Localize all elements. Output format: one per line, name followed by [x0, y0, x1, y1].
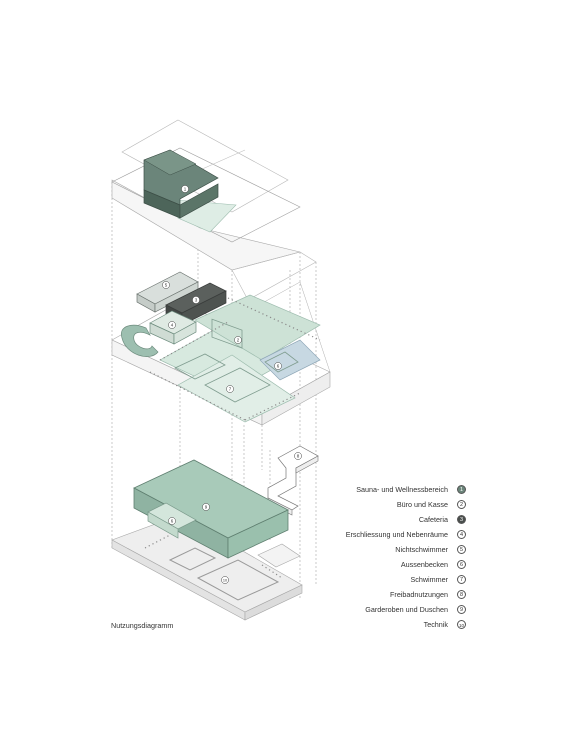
- legend-item-schwimmer: Schwimmer 7: [300, 573, 470, 587]
- legend-item-cafeteria: Cafeteria 3: [300, 513, 470, 527]
- badge-2: [234, 336, 242, 344]
- bottom-level: [111, 459, 303, 621]
- badge-10: [221, 576, 229, 584]
- legend-badge: 2: [457, 500, 466, 509]
- legend-badge: 5: [457, 545, 466, 554]
- badge-1: [181, 185, 189, 193]
- badge-1-text: 1: [184, 187, 187, 192]
- legend-item-erschliessung: Erschliessung und Nebenräume 4: [300, 528, 470, 542]
- legend-label: Garderoben und Duschen: [365, 605, 448, 614]
- badge-7-text: 7: [229, 387, 232, 392]
- legend-badge: 8: [457, 590, 466, 599]
- legend-label: Sauna- und Wellnessbereich: [356, 485, 448, 494]
- badge-9-text: 9: [205, 505, 208, 510]
- legend-badge: 7: [457, 575, 466, 584]
- legend-label: Aussenbecken: [400, 560, 448, 569]
- diagram-caption: Nutzungsdiagramm: [111, 621, 174, 630]
- legend-item-buero: Büro und Kasse 2: [300, 498, 470, 512]
- legend-item-nichtschwimmer: Nichtschwimmer 5: [300, 543, 470, 557]
- badge-8-text: 8: [297, 454, 300, 459]
- badge-5-text: 5: [165, 283, 168, 288]
- legend-item-sauna: Sauna- und Wellnessbereich 1: [300, 483, 470, 497]
- legend-label: Nichtschwimmer: [395, 545, 448, 554]
- badge-5: [162, 281, 170, 289]
- legend-badge: 4: [457, 530, 466, 539]
- middle-level: [111, 251, 331, 426]
- legend-badge: 9: [457, 605, 466, 614]
- legend-label: Cafeteria: [418, 515, 448, 524]
- legend-badge: 1: [457, 485, 466, 494]
- badge-3-text: 3: [195, 298, 198, 303]
- legend-label: Schwimmer: [410, 575, 448, 584]
- badge-6: [274, 362, 282, 370]
- legend-badge: 6: [457, 560, 466, 569]
- badge-4: [168, 321, 176, 329]
- badge-8: [294, 452, 302, 460]
- badge-9: [202, 503, 210, 511]
- legend-item-freibad: Freibadnutzungen 8: [300, 588, 470, 602]
- badge-6b: [168, 517, 176, 525]
- badge-2-text: 2: [237, 338, 240, 343]
- legend-label: Technik: [423, 620, 448, 629]
- legend-label: Büro und Kasse: [396, 500, 448, 509]
- legend-item-aussenbecken: Aussenbecken 6: [300, 558, 470, 572]
- badge-3: [192, 296, 200, 304]
- sauna-block: [143, 149, 219, 219]
- badge-10-text: 10: [223, 579, 227, 583]
- legend-label: Freibadnutzungen: [390, 590, 448, 599]
- badge-6-text: 6: [277, 364, 280, 369]
- badge-7: [226, 385, 234, 393]
- badge-6b-text: 6: [171, 519, 174, 524]
- legend-badge: 3: [457, 515, 466, 524]
- legend-label: Erschliessung und Nebenräume: [345, 530, 448, 539]
- legend-item-garderoben: Garderoben und Duschen 9: [300, 603, 470, 617]
- legend-badge: 10: [457, 620, 466, 629]
- legend-item-technik: Technik 10: [300, 618, 470, 632]
- badge-4-text: 4: [171, 323, 174, 328]
